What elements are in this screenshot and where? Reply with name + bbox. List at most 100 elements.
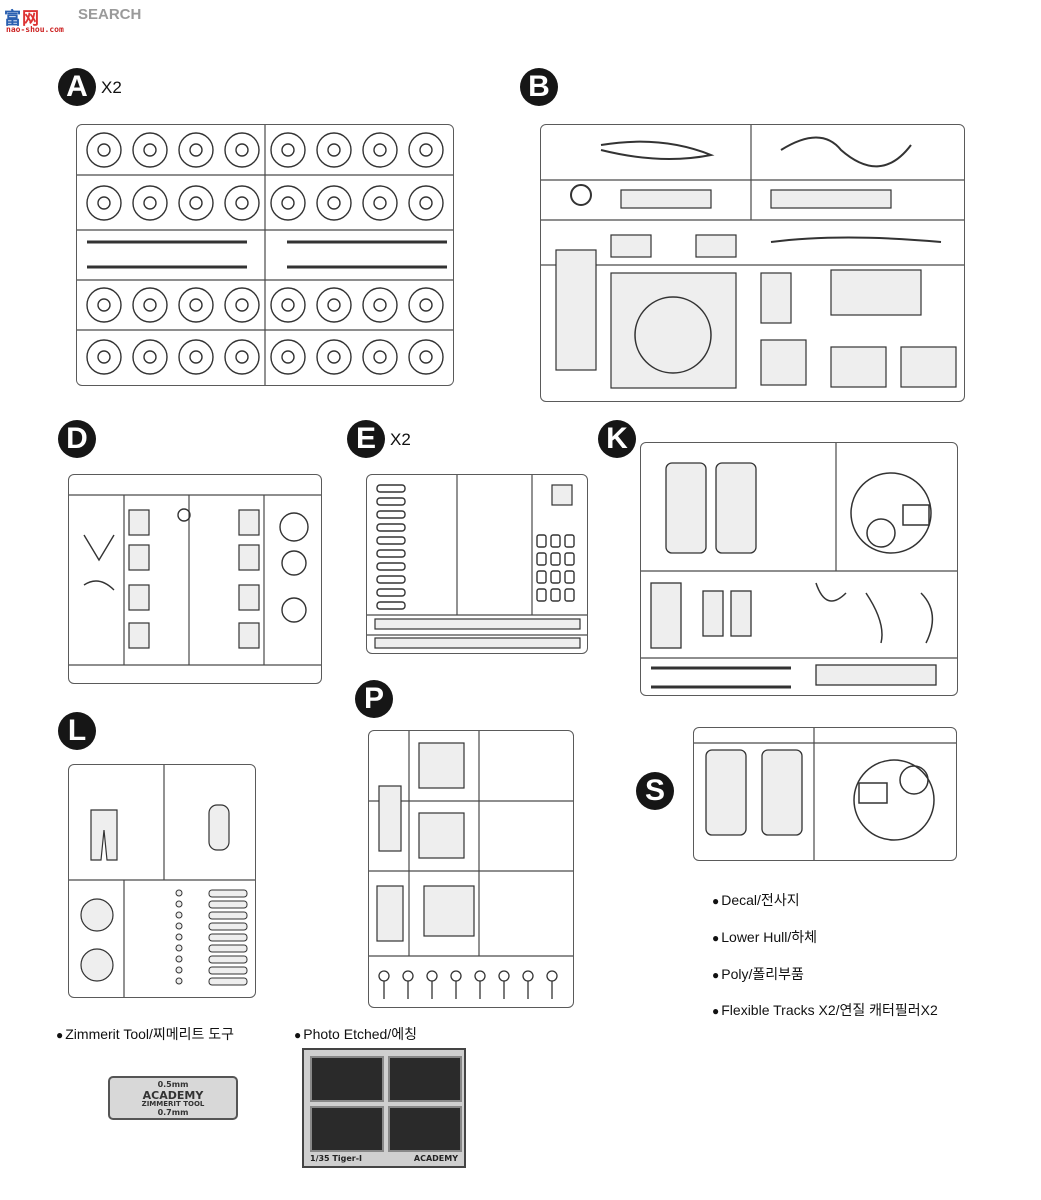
road-wheel: [178, 287, 214, 323]
wheel-hub: [97, 298, 111, 312]
wheel-hub: [327, 196, 341, 210]
track-link: [376, 510, 406, 519]
track-link: [376, 523, 406, 532]
wheel-hub: [143, 143, 157, 157]
road-wheel: [408, 287, 444, 323]
road-wheel: [132, 185, 168, 221]
extra-item-flexible-tracks: ●Flexible Tracks X2/연질 캐터필러X2: [712, 1002, 938, 1018]
road-wheel: [86, 185, 122, 221]
tool-item-zimmerit: ●Zimmerit Tool/찌메리트 도구: [56, 1026, 235, 1042]
pin-head: [474, 970, 486, 982]
tool-item-photo-etched: ●Photo Etched/에칭: [294, 1026, 417, 1042]
bullet-icon: ●: [294, 1028, 302, 1042]
zimmerit-tool-plate: 0.5mm ACADEMY ZIMMERIT TOOL 0.7mm: [108, 1076, 238, 1120]
small-part: [175, 966, 183, 974]
wheel-hub: [327, 143, 341, 157]
extra-item-lower-hull: ●Lower Hull/하체: [712, 929, 818, 945]
wheel-hub: [281, 196, 295, 210]
road-wheel: [132, 287, 168, 323]
track-guide: [208, 933, 248, 942]
small-part: [536, 534, 547, 548]
small-part: [564, 570, 575, 584]
wheel-hub: [419, 350, 433, 364]
pin-head: [546, 970, 558, 982]
small-part: [175, 977, 183, 985]
track-guide: [208, 922, 248, 931]
wheel-hub: [97, 196, 111, 210]
sprue-l-badge: L: [58, 712, 96, 750]
sprue-k-drawing: [641, 443, 957, 689]
wheel-hub: [235, 143, 249, 157]
wheel-hub: [97, 350, 111, 364]
sprue-p-drawing: [369, 731, 573, 999]
wheel-hub: [235, 196, 249, 210]
bullet-icon: ●: [712, 968, 720, 982]
pe-panel: [388, 1056, 462, 1102]
wheel-hub: [189, 298, 203, 312]
road-wheel: [408, 185, 444, 221]
small-part: [550, 588, 561, 602]
track-link: [376, 549, 406, 558]
track-link: [376, 484, 406, 493]
road-wheel: [132, 132, 168, 168]
wheel-hub: [189, 196, 203, 210]
sprue-l-drawing: [69, 765, 255, 997]
pe-panel: [310, 1056, 384, 1102]
sprue-k-frame: [640, 442, 958, 696]
road-wheel: [86, 287, 122, 323]
road-wheel: [316, 287, 352, 323]
pe-sheet-label: 1/35 Tiger-I: [310, 1154, 362, 1163]
road-wheel: [270, 185, 306, 221]
track-link: [376, 497, 406, 506]
wheel-hub: [419, 298, 433, 312]
road-wheel: [224, 287, 260, 323]
bullet-icon: ●: [56, 1028, 64, 1042]
extra-item-poly: ●Poly/폴리부품: [712, 966, 804, 982]
watermark-mark: 富网: [4, 9, 40, 29]
sprue-s-badge: S: [636, 772, 674, 810]
wheel-hub: [281, 350, 295, 364]
road-wheel: [316, 339, 352, 375]
road-wheel: [178, 132, 214, 168]
wheel-hub: [235, 350, 249, 364]
bullet-icon: ●: [712, 894, 720, 908]
zimmerit-name: ZIMMERIT TOOL: [141, 1100, 205, 1108]
wheel-hub: [373, 350, 387, 364]
track-guide: [208, 944, 248, 953]
road-wheel: [132, 339, 168, 375]
wheel-hub: [143, 350, 157, 364]
wheel-hub: [189, 350, 203, 364]
track-guide: [208, 955, 248, 964]
road-wheel: [362, 339, 398, 375]
wheel-hub: [373, 298, 387, 312]
wheel-hub: [327, 298, 341, 312]
pe-panel: [388, 1106, 462, 1152]
sprue-e-badge: E: [347, 420, 385, 458]
wheel-hub: [419, 143, 433, 157]
track-guide: [208, 911, 248, 920]
pe-sheet-brand: ACADEMY: [413, 1154, 458, 1163]
small-part: [550, 552, 561, 566]
road-wheel: [178, 185, 214, 221]
watermark-search-text: SEARCH: [78, 6, 142, 23]
track-link: [376, 536, 406, 545]
sprue-b-drawing: [541, 125, 964, 389]
extra-item-decal: ●Decal/전사지: [712, 892, 800, 908]
track-link: [376, 588, 406, 597]
small-part: [175, 911, 183, 919]
road-wheel: [178, 339, 214, 375]
sprue-d-frame: [68, 474, 322, 684]
sprue-p-frame: [368, 730, 574, 1008]
road-wheel: [362, 185, 398, 221]
wheel-hub: [281, 143, 295, 157]
wheel-hub: [327, 350, 341, 364]
sprue-a-badge: A: [58, 68, 96, 106]
sprue-p-badge: P: [355, 680, 393, 718]
bullet-icon: ●: [712, 1004, 720, 1018]
sprue-b-badge: B: [520, 68, 558, 106]
zimmerit-size-top: 0.5mm: [157, 1080, 189, 1089]
small-part: [175, 955, 183, 963]
track-guide: [208, 900, 248, 909]
small-part: [175, 944, 183, 952]
track-link: [376, 562, 406, 571]
